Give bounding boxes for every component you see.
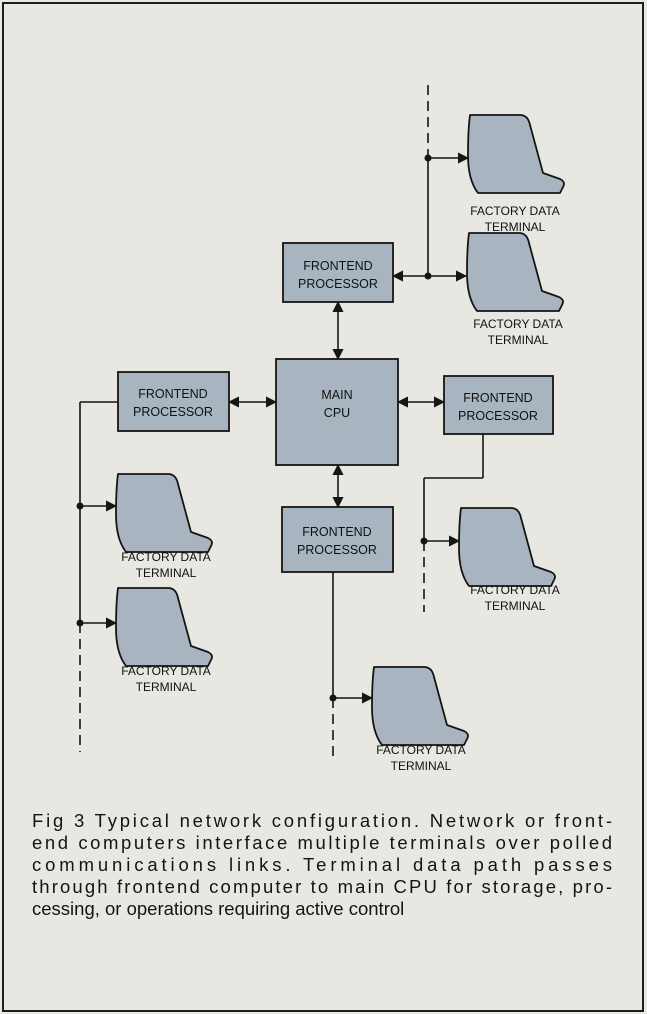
frontend-processor-top: FRONTEND PROCESSOR [282, 242, 394, 303]
terminal-right-icon [458, 507, 556, 587]
terminal-top-2-label-1: FACTORY DATA [473, 317, 563, 331]
terminal-top-2 [466, 232, 564, 312]
terminal-top-1-label-1: FACTORY DATA [470, 204, 560, 218]
frontend-top-label-1: FRONTEND [303, 259, 372, 273]
terminal-left-2-label-2: TERMINAL [136, 680, 197, 694]
frontend-right-label-1: FRONTEND [463, 391, 532, 405]
terminal-left-2 [115, 587, 213, 667]
terminal-top-2-label-2: TERMINAL [488, 333, 549, 347]
terminal-left-2-icon [115, 587, 213, 667]
terminal-left-1-label-2: TERMINAL [136, 566, 197, 580]
main-cpu-label-1: MAIN [321, 388, 352, 402]
main-cpu-label-2: CPU [324, 406, 350, 420]
caption-line-1: Fig 3 Typical network configuration. Net… [32, 810, 612, 831]
frontend-processor-right: FRONTEND PROCESSOR [443, 375, 554, 435]
connections [76, 85, 484, 762]
terminal-top-2-icon [466, 232, 564, 312]
terminal-bottom-label-2: TERMINAL [391, 759, 452, 773]
terminal-bottom-icon [371, 666, 469, 746]
terminal-right [458, 507, 556, 587]
terminal-bottom [371, 666, 469, 746]
frontend-left-label-1: FRONTEND [138, 387, 207, 401]
frontend-processor-bottom: FRONTEND PROCESSOR [281, 506, 394, 573]
terminal-top-1 [467, 114, 565, 194]
terminal-right-label-2: TERMINAL [485, 599, 546, 613]
frontend-right-label-2: PROCESSOR [458, 409, 538, 423]
frontend-bottom-label-1: FRONTEND [302, 525, 371, 539]
terminal-bottom-label-1: FACTORY DATA [376, 743, 466, 757]
frontend-top-label-2: PROCESSOR [298, 277, 378, 291]
caption-line-2: end computers interface multiple termina… [32, 832, 612, 853]
terminal-left-1-icon [115, 473, 213, 553]
caption-line-4: through frontend computer to main CPU fo… [32, 876, 612, 897]
terminal-left-1 [115, 473, 213, 553]
caption-line-5: cessing, or operations requiring active … [32, 898, 404, 919]
caption-line-3: communications links. Terminal data path… [32, 854, 612, 875]
terminal-top-1-icon [467, 114, 565, 194]
terminal-top-1-label-2: TERMINAL [485, 220, 546, 234]
figure-caption: Fig 3 Typical network configuration. Net… [32, 810, 612, 919]
main-cpu-box: MAIN CPU [275, 358, 399, 466]
terminal-right-label-1: FACTORY DATA [470, 583, 560, 597]
frontend-processor-left: FRONTEND PROCESSOR [117, 371, 230, 432]
terminal-left-2-label-1: FACTORY DATA [121, 664, 211, 678]
frontend-left-label-2: PROCESSOR [133, 405, 213, 419]
terminal-left-1-label-1: FACTORY DATA [121, 550, 211, 564]
frontend-bottom-label-2: PROCESSOR [297, 543, 377, 557]
